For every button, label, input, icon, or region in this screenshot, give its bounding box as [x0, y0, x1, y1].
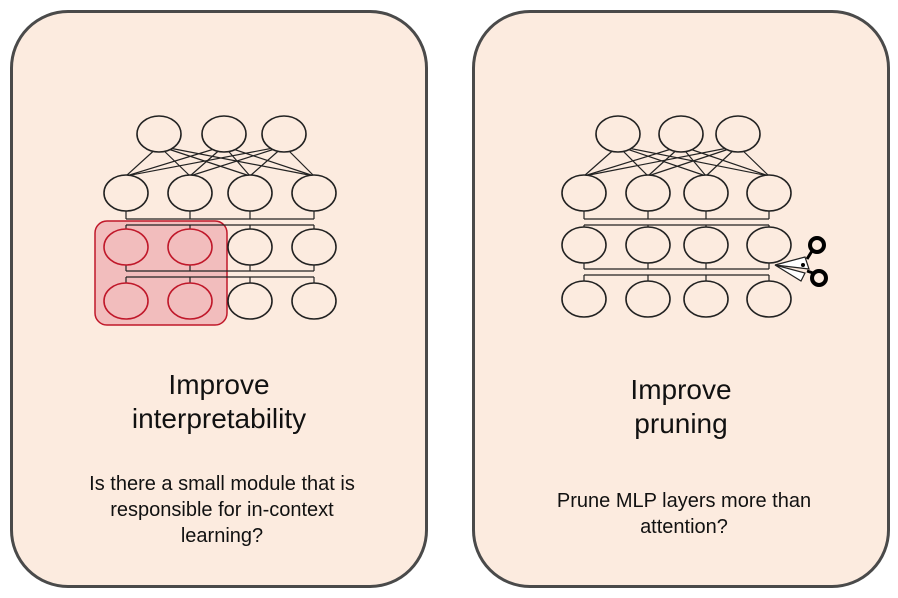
node — [291, 174, 337, 212]
node — [715, 115, 761, 153]
network-diagram-right — [561, 115, 828, 318]
card-question: Is there a small module that is responsi… — [89, 473, 355, 547]
node — [561, 280, 607, 318]
node — [746, 174, 792, 212]
node — [683, 226, 729, 264]
node — [625, 280, 671, 318]
node — [261, 115, 307, 153]
card-title: Improve interpretability — [13, 368, 425, 436]
node — [658, 115, 704, 153]
node — [227, 174, 273, 212]
node — [167, 174, 213, 212]
node — [201, 115, 247, 153]
node — [625, 226, 671, 264]
node — [227, 282, 273, 320]
node — [561, 226, 607, 264]
network-diagram-left — [94, 115, 337, 326]
scissors-icon — [774, 236, 828, 287]
node — [683, 174, 729, 212]
node — [227, 228, 273, 266]
network-nodes — [561, 115, 792, 318]
pruning-card: Improve pruning Prune MLP layers more th… — [472, 10, 890, 588]
title-line: pruning — [634, 408, 728, 439]
node — [291, 282, 337, 320]
highlighted-node — [103, 282, 149, 320]
node — [746, 280, 792, 318]
interpretability-card: Improve interpretability Is there a smal… — [10, 10, 428, 588]
network-nodes — [103, 115, 337, 320]
highlighted-node — [167, 228, 213, 266]
node — [595, 115, 641, 153]
node — [136, 115, 182, 153]
node — [291, 228, 337, 266]
network-edges — [583, 145, 770, 283]
title-line: interpretability — [131, 403, 307, 434]
highlighted-node — [103, 228, 149, 266]
card-question: Prune MLP layers more than attention? — [556, 490, 812, 538]
highlighted-node — [167, 282, 213, 320]
node — [625, 174, 671, 212]
node — [746, 226, 792, 264]
title-line: Improve — [168, 369, 270, 400]
node — [103, 174, 149, 212]
card-title: Improve pruning — [475, 373, 887, 441]
node — [561, 174, 607, 212]
node — [683, 280, 729, 318]
title-line: Improve — [630, 374, 732, 405]
